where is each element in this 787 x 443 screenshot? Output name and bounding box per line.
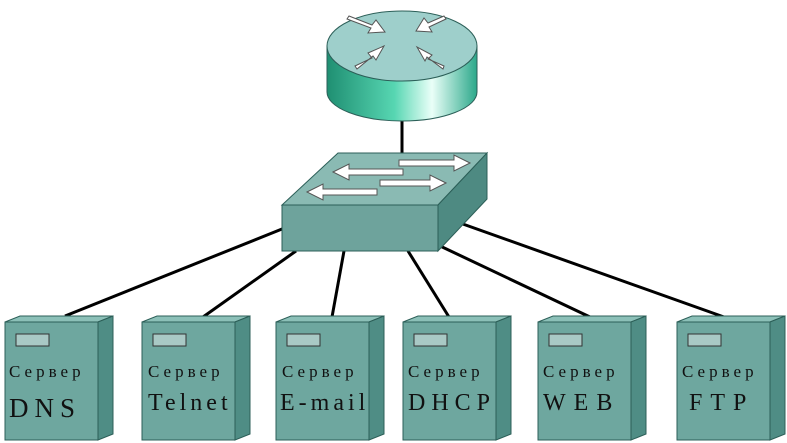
links [64, 120, 725, 319]
server-telnet: Сервер Telnet [141, 315, 251, 441]
server-dhcp: Сервер DHCP [402, 315, 512, 441]
server-name-label: DHCP [408, 390, 496, 416]
server-email: Сервер E-mail [275, 315, 385, 441]
server-kind-label: Сервер [682, 362, 758, 381]
drive-slot [548, 333, 583, 347]
servers: Сервер DNS Сервер Telnet Сервер E-mail С… [4, 315, 786, 441]
link-switch-dhcp [406, 250, 451, 318]
server-kind-label: Сервер [543, 362, 619, 381]
switch-arrows-icon [305, 154, 472, 201]
link-switch-telnet [202, 249, 297, 319]
switch [280, 151, 489, 253]
link-switch-email [330, 250, 346, 318]
server-ftp: Сервер FTP [676, 315, 786, 441]
router [326, 10, 478, 122]
server-web: Сервер WEB [537, 315, 647, 441]
drive-slot [152, 333, 187, 347]
link-switch-web [437, 243, 591, 319]
server-name-label: DNS [9, 393, 81, 423]
server-kind-label: Сервер [148, 362, 224, 381]
server-name-label: WEB [543, 390, 620, 416]
drive-slot [15, 333, 50, 347]
drive-slot [286, 333, 321, 347]
server-kind-label: Сервер [9, 362, 85, 381]
router-arrows-icon [346, 15, 447, 70]
server-name-label: Telnet [148, 390, 232, 416]
server-dns: Сервер DNS [4, 315, 114, 441]
drive-slot [413, 333, 448, 347]
drive-slot [687, 333, 722, 347]
server-kind-label: Сервер [282, 362, 358, 381]
link-switch-dns [64, 227, 283, 318]
server-kind-label: Сервер [408, 362, 484, 381]
server-name-label: E-mail [280, 390, 369, 416]
server-name-label: FTP [689, 390, 754, 416]
link-switch-ftp [459, 221, 725, 319]
